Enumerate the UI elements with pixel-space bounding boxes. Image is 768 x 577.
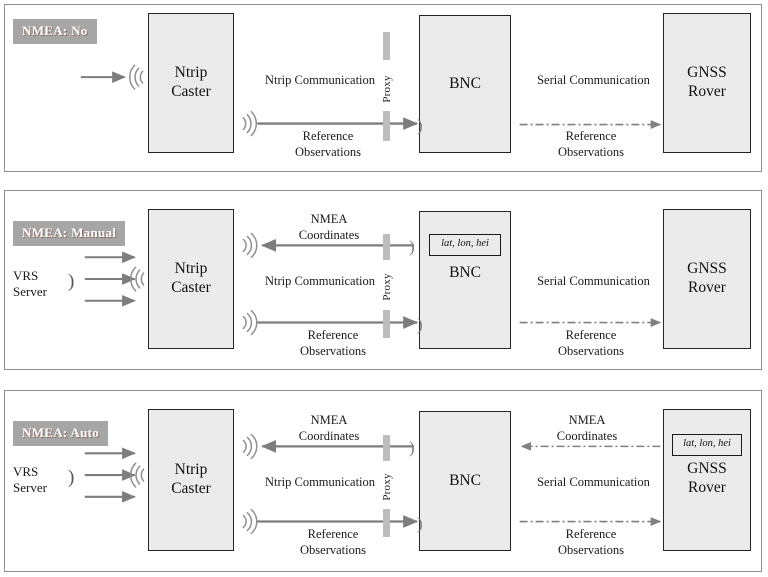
- label-line2: Observations: [300, 343, 366, 358]
- label-line1: Reference: [565, 129, 617, 143]
- proxy-bar-upper: [383, 234, 390, 260]
- label-ntrip-communication: Ntrip Communication: [264, 274, 376, 288]
- receiver-arc-icon: ): [417, 116, 423, 135]
- panel-nmea-no: NMEA: No Ntrip Caster BNC GNSS Rover Pro…: [4, 4, 762, 172]
- label-ntrip-communication: Ntrip Communication: [264, 73, 376, 87]
- panel-1-arrow-layer: [80, 71, 662, 130]
- wireless-signal-left-icon: [129, 462, 145, 488]
- receiver-arc-icon-lower: ): [417, 315, 423, 334]
- panel-2-icon-layer: [129, 232, 258, 336]
- node-label-line1: GNSS: [687, 64, 727, 82]
- node-bnc[interactable]: BNC: [419, 411, 511, 551]
- label-serial-communication: Serial Communication: [537, 274, 650, 288]
- coordinates-chip-rover: lat, lon, hei: [672, 434, 742, 456]
- label-line1: NMEA: [310, 413, 348, 427]
- receiver-arc-icon-upper: ): [409, 237, 415, 256]
- label-line2: Observations: [300, 542, 366, 557]
- nmea-mode-badge: NMEA: Manual: [13, 221, 126, 246]
- wireless-signal-icon: [242, 508, 258, 535]
- wireless-signal-left-icon: [129, 266, 145, 292]
- label-line2: Coordinates: [298, 227, 360, 242]
- wireless-signal-icon: [242, 433, 258, 459]
- node-label-line2: Rover: [688, 83, 726, 100]
- label-line2: Coordinates: [298, 428, 360, 443]
- nmea-mode-badge: NMEA: No: [13, 19, 97, 44]
- label-reference-observations-right: Reference Observations: [526, 129, 656, 160]
- proxy-bar-lower: [383, 509, 390, 537]
- node-label-line1: Ntrip: [174, 64, 208, 82]
- transmitter-arc-icon: ): [68, 271, 75, 292]
- source-label-line1: VRS: [13, 464, 39, 479]
- receiver-arc-icon-upper: ): [409, 438, 415, 457]
- source-label-line2: Server: [13, 479, 47, 495]
- nmea-mode-badge: NMEA: Auto: [13, 421, 109, 446]
- node-bnc[interactable]: BNC: [419, 15, 511, 153]
- wireless-signal-icon: [242, 110, 258, 137]
- node-ntrip-caster[interactable]: Ntrip Caster: [148, 409, 234, 551]
- panel-nmea-manual: NMEA: Manual VRS Server ) Ntrip Caster B…: [4, 190, 762, 370]
- node-gnss-rover[interactable]: GNSS Rover: [663, 13, 751, 153]
- node-bnc[interactable]: BNC: [419, 211, 511, 349]
- panel-3-icon-layer: [129, 433, 258, 535]
- label-line1: Reference: [307, 527, 359, 541]
- node-gnss-rover[interactable]: GNSS Rover: [663, 409, 751, 551]
- source-vrs-server: VRS Server: [13, 464, 47, 496]
- label-nmea-coordinates: NMEA Coordinates: [264, 212, 394, 243]
- node-label-line2: Caster: [171, 279, 211, 296]
- node-label-line2: Rover: [688, 478, 726, 496]
- transmitter-arc-icon: ): [68, 467, 75, 488]
- label-nmea-coordinates-left: NMEA Coordinates: [264, 413, 394, 444]
- label-reference-observations-right: Reference Observations: [526, 527, 656, 558]
- proxy-bar-upper: [383, 435, 390, 461]
- wireless-signal-icon: [242, 232, 258, 258]
- label-line1: Reference: [565, 527, 617, 541]
- proxy-bar-lower: [383, 111, 390, 141]
- source-vrs-server: VRS Server: [13, 268, 47, 300]
- label-line1: Reference: [565, 328, 617, 342]
- label-nmea-coordinates-right: NMEA Coordinates: [522, 413, 652, 444]
- coordinates-chip-bnc: lat, lon, hei: [429, 234, 501, 256]
- label-line2: Observations: [295, 144, 361, 159]
- panel-1-icon-layer: [128, 64, 258, 137]
- node-label-line1: Ntrip: [174, 260, 208, 278]
- node-label-line1: BNC: [449, 74, 481, 92]
- wireless-signal-left-icon: [128, 64, 144, 90]
- panel-nmea-auto: NMEA: Auto VRS Server ) Ntrip Caster BNC…: [4, 390, 762, 572]
- label-line1: Reference: [307, 328, 359, 342]
- wireless-signal-icon: [242, 309, 258, 336]
- node-label-line2: Caster: [171, 480, 211, 497]
- label-line2: Observations: [558, 343, 624, 358]
- node-ntrip-caster[interactable]: Ntrip Caster: [148, 13, 234, 153]
- label-line2: Observations: [558, 542, 624, 557]
- label-line2: Coordinates: [556, 428, 618, 443]
- node-ntrip-caster[interactable]: Ntrip Caster: [148, 209, 234, 349]
- node-label-line1: BNC: [449, 471, 481, 489]
- receiver-arc-icon-lower: ): [417, 514, 423, 533]
- label-reference-observations-left: Reference Observations: [268, 527, 398, 558]
- node-label-line2: Caster: [171, 83, 211, 100]
- node-gnss-rover[interactable]: GNSS Rover: [663, 209, 751, 349]
- source-label-line2: Server: [13, 283, 47, 299]
- label-line1: NMEA: [310, 212, 348, 226]
- label-line2: Observations: [558, 144, 624, 159]
- label-serial-communication: Serial Communication: [537, 475, 650, 489]
- label-reference-observations-left: Reference Observations: [263, 129, 393, 160]
- node-label-line2: Rover: [688, 279, 726, 296]
- label-line1: NMEA: [568, 413, 606, 427]
- node-label-line1: GNSS: [687, 460, 727, 477]
- label-reference-observations-right: Reference Observations: [526, 328, 656, 359]
- source-label-line1: VRS: [13, 268, 39, 283]
- label-line1: Reference: [302, 129, 354, 143]
- label-ntrip-communication: Ntrip Communication: [264, 475, 376, 489]
- label-serial-communication: Serial Communication: [537, 73, 650, 87]
- proxy-bar-upper: [383, 32, 390, 60]
- label-reference-observations-left: Reference Observations: [268, 328, 398, 359]
- node-label-line1: GNSS: [687, 260, 727, 278]
- node-label-line1: Ntrip: [174, 461, 208, 479]
- node-label-line1: BNC: [449, 264, 481, 281]
- proxy-bar-lower: [383, 310, 390, 338]
